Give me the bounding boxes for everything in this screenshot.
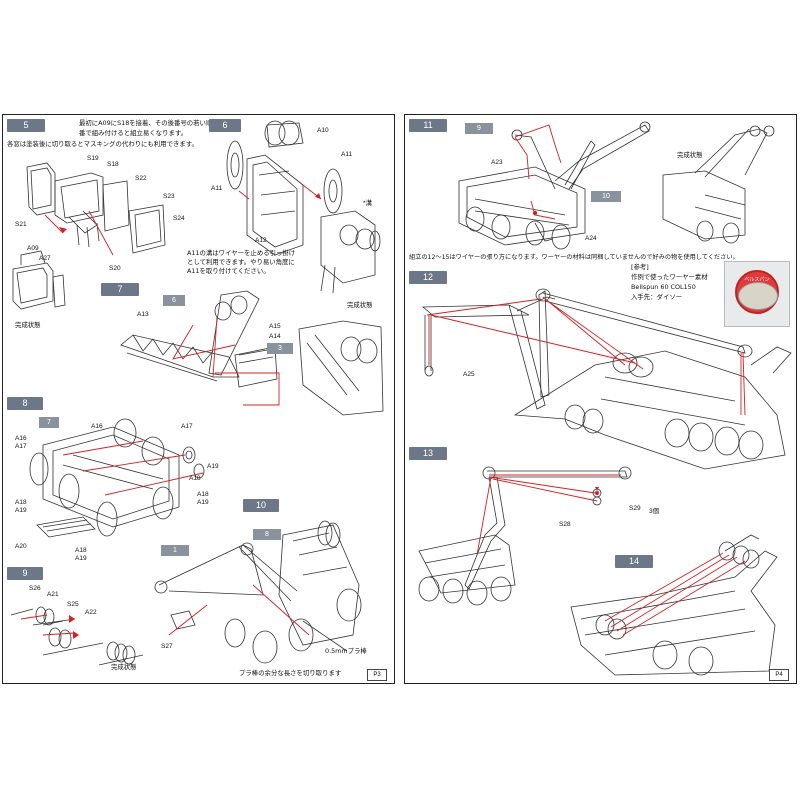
step-14-badge: 14	[615, 555, 653, 568]
step-5-note-line2: 番で組み付けると組立易くなります。	[79, 129, 187, 137]
spool-brand-label: ベルスパン	[744, 277, 770, 283]
part-label: S29	[629, 505, 641, 512]
part-label: A18	[197, 491, 209, 498]
part-label: A22	[85, 609, 97, 616]
step-6-done-label: 完成状態	[347, 301, 373, 309]
part-quantity: 3個	[649, 508, 660, 515]
part-label: S24	[173, 215, 185, 222]
part-label: S28	[559, 521, 571, 528]
part-label: A12	[255, 237, 267, 244]
step-10-note: プラ棒の余分な長さを切り取ります	[239, 669, 342, 677]
part-label: A16	[15, 435, 27, 442]
reference-line3: 入手先：ダイソー	[631, 293, 683, 301]
part-label: S21	[15, 221, 27, 228]
part-label: A19	[197, 499, 209, 506]
page-number: P4	[769, 669, 789, 681]
part-label: A18	[189, 475, 201, 482]
assembly-line-art-left	[10, 120, 384, 666]
step-12-badge: 12	[409, 271, 447, 284]
spool-thread	[738, 282, 778, 310]
step-10-badge: 10	[243, 499, 279, 512]
reference-tag: 10	[591, 191, 621, 202]
part-label: A13	[137, 311, 149, 318]
step-5-note-line3: 各窓は塗装後に切り取るとマスキングの代わりにも利用できます。	[7, 140, 198, 148]
part-label: A17	[15, 443, 27, 450]
step-5-done-label: 完成状態	[15, 321, 41, 329]
part-label: A24	[585, 235, 597, 242]
part-label: S26	[29, 585, 41, 592]
part-label: S20	[109, 265, 121, 272]
reference-title: [参考]	[631, 263, 649, 271]
step-8-badge: 8	[7, 397, 43, 410]
part-label: A19	[75, 555, 87, 562]
step-6-note-line1: A11の溝はワイヤーを止める引っ掛け	[187, 249, 296, 257]
instruction-page-left: 5 最初にA09にS18を接着、その後番号の若い順 番で組み付けると組立易くなり…	[2, 114, 395, 684]
reference-line2: Bellspun 60 COL150	[631, 283, 696, 291]
wire-note: 組立の12～15はワイヤーの張り方になります。ワーヤーの材料は同梱していませんの…	[409, 254, 739, 261]
step-6-note-line3: A11を取り付けてください。	[187, 267, 270, 275]
reference-tag: 6	[163, 295, 185, 306]
groove-mark: *溝	[363, 200, 373, 207]
reference-tag: 9	[465, 123, 493, 134]
part-label: A19	[15, 507, 27, 514]
part-label: A16	[91, 423, 103, 430]
part-label: A11	[341, 151, 353, 158]
part-label: A20	[15, 543, 27, 550]
part-label: A18	[75, 547, 87, 554]
part-label: A14	[269, 333, 281, 340]
reference-tag: 7	[39, 417, 59, 428]
part-label: S18	[107, 161, 119, 168]
rod-label: 0.5mmプラ棒	[325, 647, 367, 655]
reference-tag: 8	[253, 529, 281, 540]
part-label: A19	[207, 463, 219, 470]
part-label: S22	[135, 175, 147, 182]
reference-tag: 3	[267, 343, 293, 354]
step-6-note-line2: として利用できます。やり易い角度に	[187, 258, 295, 266]
wire-spool-photo: ベルスパン	[724, 261, 790, 327]
part-label: A18	[15, 499, 27, 506]
part-label: A27	[39, 255, 51, 262]
step-6-badge: 6	[209, 119, 241, 132]
instruction-page-right: 11 9 10	[404, 114, 797, 684]
part-label: A15	[269, 323, 281, 330]
step-9-done-label: 完成状態	[111, 663, 137, 671]
step-5-note-line1: 最初にA09にS18を接着、その後番号の若い順	[79, 119, 213, 127]
part-label: A21	[47, 591, 59, 598]
part-label: A17	[181, 423, 193, 430]
part-label: A10	[317, 127, 329, 134]
part-label: A11	[211, 185, 223, 192]
part-label: S19	[87, 155, 99, 162]
assembly-line-art-right	[418, 121, 792, 676]
step-11-badge: 11	[409, 119, 447, 132]
page-number: P3	[367, 669, 387, 681]
part-label: S25	[67, 601, 79, 608]
part-label: S23	[163, 193, 175, 200]
reference-tag: 1	[161, 545, 189, 556]
step-13-badge: 13	[409, 447, 447, 460]
step-9-badge: 9	[7, 567, 43, 580]
step-5-badge: 5	[7, 119, 45, 132]
reference-line1: 作例で使ったワーヤー素材	[631, 273, 708, 281]
step-11-done-label: 完成状態	[677, 151, 703, 159]
part-label: A25	[463, 371, 475, 378]
step-7-badge: 7	[101, 283, 139, 296]
part-label: A23	[491, 159, 503, 166]
part-label: A09	[27, 245, 39, 252]
part-label: S27	[161, 643, 173, 650]
